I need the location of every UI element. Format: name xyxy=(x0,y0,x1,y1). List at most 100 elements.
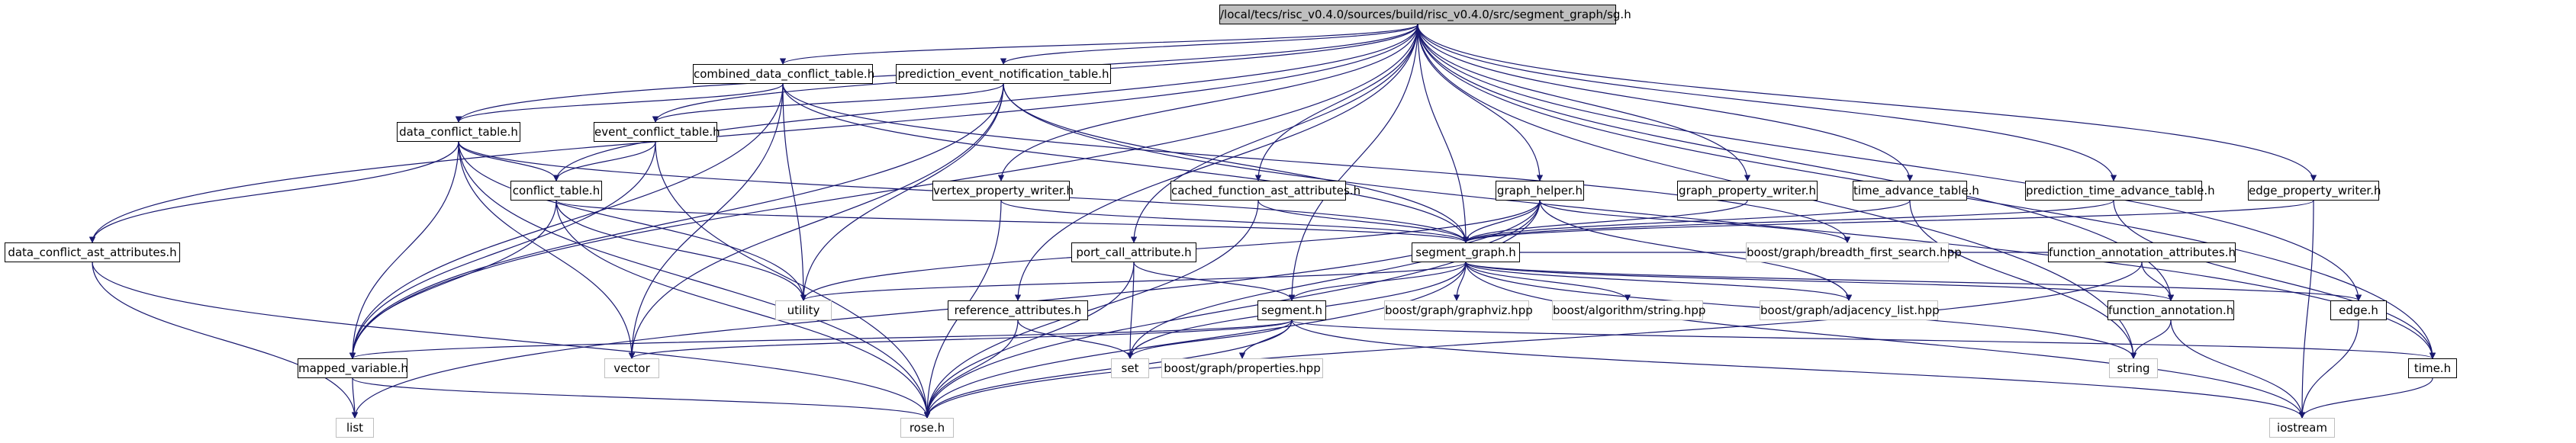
edge-sg-to-vertex_property_writer xyxy=(997,24,1418,181)
node-label: port_call_attribute.h xyxy=(1076,246,1192,259)
edge-prediction_event-to-segment_graph xyxy=(1003,83,1470,243)
edge-data_conflict_table-to-rose xyxy=(458,141,931,419)
node-segment[interactable]: segment.h xyxy=(1257,300,1326,320)
node-graph-helper[interactable]: graph_helper.h xyxy=(1496,181,1584,201)
edge-data_conflict_ast-to-rose xyxy=(92,262,931,419)
node-cached-function-ast-attributes[interactable]: cached_function_ast_attributes.h xyxy=(1170,181,1360,201)
edge-function_annotation-to-iostream xyxy=(2170,319,2306,419)
edge-edge-to-iostream xyxy=(2298,319,2359,419)
edge-edge_property_writer-to-iostream xyxy=(2298,200,2314,419)
edge-sg-to-edge_property_writer xyxy=(1417,24,2317,181)
node-label: segment.h xyxy=(1261,303,1323,317)
node-conflict-table[interactable]: conflict_table.h xyxy=(510,181,602,201)
edge-conflict_table-to-mapped_variable xyxy=(349,200,557,359)
node-time-advance-table[interactable]: time_advance_table.h xyxy=(1853,181,1979,201)
edge-mapped_variable-to-rose xyxy=(352,377,930,419)
edge-function_annotation_attributes-to-rose xyxy=(923,262,2143,419)
node-label: time.h xyxy=(2413,361,2452,375)
node-mapped-variable[interactable]: mapped_variable.h xyxy=(298,358,408,378)
edge-port_call-to-set xyxy=(1126,262,1135,359)
node-combined-data-conflict-table[interactable]: combined_data_conflict_table.h xyxy=(693,64,874,84)
edge-segment-to-vector xyxy=(629,319,1293,359)
edge-conflict_table-to-rose xyxy=(555,200,931,419)
node-label: function_annotation.h xyxy=(2108,303,2234,317)
node-function-annotation-attributes[interactable]: function_annotation_attributes.h xyxy=(2048,242,2236,262)
edge-time_advance_table-to-string xyxy=(1909,200,2137,359)
edge-graph_helper-to-rose xyxy=(923,200,1541,419)
edge-segment_graph-to-segment xyxy=(1288,262,1467,301)
node-reference-attributes[interactable]: reference_attributes.h xyxy=(948,300,1088,320)
node-adjacency-list[interactable]: boost/graph/adjacency_list.hpp xyxy=(1760,300,1940,320)
node-graphviz[interactable]: boost/graph/graphviz.hpp xyxy=(1384,300,1533,320)
edge-data_conflict_table-to-mapped_variable xyxy=(349,141,459,359)
edge-prediction_event-to-mapped_variable xyxy=(349,83,1004,359)
edge-reference_attributes-to-set xyxy=(1017,319,1134,359)
node-event-conflict-table[interactable]: event_conflict_table.h xyxy=(594,122,720,142)
edge-segment_graph-to-function_annotation xyxy=(1465,262,2174,301)
node-prediction-event-notification-table[interactable]: prediction_event_notification_table.h xyxy=(896,64,1111,84)
edge-combined-to-mapped_variable xyxy=(349,83,784,359)
edge-graph_helper-to-set xyxy=(1126,200,1541,359)
edge-prediction_time_advance-to-time xyxy=(2113,200,2436,359)
edge-sg-to-mapped_variable xyxy=(349,24,1418,359)
node-iostream[interactable]: iostream xyxy=(2269,418,2335,438)
edge-graph_helper-to-segment_graph xyxy=(1462,200,1541,243)
node-function-annotation[interactable]: function_annotation.h xyxy=(2107,300,2234,320)
edge-combined-to-vector xyxy=(628,83,784,359)
edge-time-to-iostream xyxy=(2298,377,2433,419)
node-time[interactable]: time.h xyxy=(2408,358,2457,378)
node-breadth-first-search[interactable]: boost/graph/breadth_first_search.hpp xyxy=(1746,242,1962,262)
node-segment-graph[interactable]: segment_graph.h xyxy=(1412,242,1520,262)
edge-port_call-to-rose xyxy=(923,262,1135,419)
node-algorithm-string[interactable]: boost/algorithm/string.hpp xyxy=(1552,300,1705,320)
node-label: prediction_time_advance_table.h xyxy=(2026,184,2215,197)
dependency-edges xyxy=(89,24,2436,419)
edge-function_annotation-to-string xyxy=(2130,319,2172,359)
node-label: vertex_property_writer.h xyxy=(933,184,1074,197)
node-data-conflict-ast-attributes[interactable]: data_conflict_ast_attributes.h xyxy=(5,242,180,262)
edge-combined-to-data_conflict_table xyxy=(455,83,784,123)
edge-cached_function-to-segment_graph xyxy=(1257,200,1470,243)
edge-sg-to-cached_function xyxy=(1254,24,1418,181)
node-label: boost/graph/adjacency_list.hpp xyxy=(1760,303,1940,317)
node-label: graph_property_writer.h xyxy=(1679,184,1816,197)
edge-sg-to-time_advance_table xyxy=(1417,24,1914,181)
node-string[interactable]: string xyxy=(2109,358,2158,378)
edge-prediction_event-to-vector xyxy=(628,83,1004,359)
edge-function_annotation_attributes-to-function_annotation xyxy=(2141,262,2175,301)
node-label: time_advance_table.h xyxy=(1853,184,1979,197)
node-label: /local/tecs/risc_v0.4.0/sources/build/ri… xyxy=(1220,8,1631,21)
edge-data_conflict_ast-to-list xyxy=(92,262,359,419)
node-vector[interactable]: vector xyxy=(604,358,659,378)
edge-edge_property_writer-to-segment_graph xyxy=(1463,200,2314,243)
node-data-conflict-table[interactable]: data_conflict_table.h xyxy=(397,122,520,142)
node-label: data_conflict_table.h xyxy=(399,125,518,139)
node-label: string xyxy=(2117,361,2150,375)
node-rose[interactable]: rose.h xyxy=(900,418,954,438)
node-set[interactable]: set xyxy=(1111,358,1149,378)
edge-sg-to-prediction_time_advance xyxy=(1417,24,2117,181)
node-utility[interactable]: utility xyxy=(775,300,832,320)
node-label: edge.h xyxy=(2339,303,2378,317)
edge-port_call-to-segment xyxy=(1133,262,1296,301)
node-graph-property-writer[interactable]: graph_property_writer.h xyxy=(1677,181,1818,201)
node-label: event_conflict_table.h xyxy=(594,125,720,139)
edge-conflict_table-to-segment_graph xyxy=(555,200,1469,243)
node-label: cached_function_ast_attributes.h xyxy=(1171,184,1361,197)
edge-sg-to-segment_graph xyxy=(1417,24,1470,243)
node-list[interactable]: list xyxy=(336,418,374,438)
edge-sg-to-graph_property_writer xyxy=(1417,24,1751,181)
node-sg-h[interactable]: /local/tecs/risc_v0.4.0/sources/build/ri… xyxy=(1219,5,1631,24)
node-port-call-attribute[interactable]: port_call_attribute.h xyxy=(1071,242,1196,262)
edge-data_conflict_table-to-data_conflict_ast xyxy=(89,141,459,243)
node-label: vector xyxy=(613,361,650,375)
node-label: segment_graph.h xyxy=(1415,246,1516,259)
node-edge[interactable]: edge.h xyxy=(2330,300,2387,320)
node-label: boost/graph/graphviz.hpp xyxy=(1385,303,1533,317)
node-properties[interactable]: boost/graph/properties.hpp xyxy=(1161,358,1323,378)
node-prediction-time-advance-table[interactable]: prediction_time_advance_table.h xyxy=(2025,181,2215,201)
edge-combined-to-utility xyxy=(782,83,807,301)
node-vertex-property-writer[interactable]: vertex_property_writer.h xyxy=(932,181,1074,201)
node-edge-property-writer[interactable]: edge_property_writer.h xyxy=(2248,181,2381,201)
edge-event_conflict_table-to-mapped_variable xyxy=(349,141,656,359)
